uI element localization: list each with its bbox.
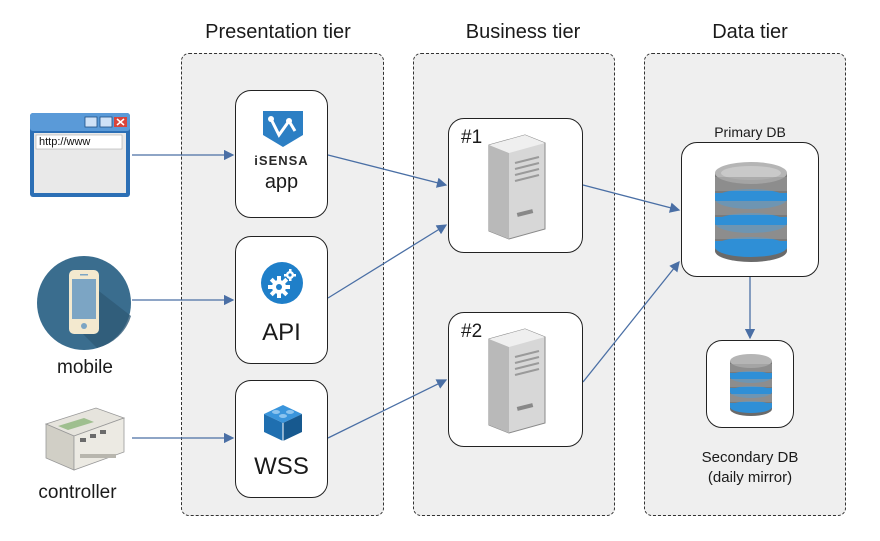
- server-1-label: #1: [461, 127, 483, 148]
- blocks-icon: [264, 405, 302, 441]
- presentation-tier-title: Presentation tier: [205, 21, 351, 43]
- server-1-icon: [488, 134, 546, 240]
- server-1-node: #1: [448, 118, 583, 253]
- server-2-node: #2: [448, 312, 583, 447]
- secondary-db-label-line2: (daily mirror): [707, 469, 793, 486]
- browser-url-text: http://www: [39, 136, 91, 148]
- primary-db-node: [681, 142, 819, 277]
- browser-window-icon: [30, 113, 130, 197]
- secondary-db-label-line1: Secondary DB: [701, 449, 799, 466]
- isensa-logo-text: iSENSA: [254, 153, 309, 168]
- controller-label: controller: [38, 482, 117, 503]
- api-label: API: [262, 319, 301, 346]
- wss-label: WSS: [254, 453, 309, 480]
- isensa-logo-icon: [263, 111, 303, 147]
- app-label: app: [264, 171, 299, 193]
- secondary-db-label: Secondary DB (daily mirror): [680, 448, 820, 488]
- gears-icon: [261, 262, 303, 304]
- controller-icon: [36, 404, 128, 474]
- mobile-label: mobile: [57, 357, 113, 378]
- secondary-db-node: [706, 340, 794, 428]
- data-tier-title: Data tier: [712, 21, 788, 43]
- data-tier-box: [644, 53, 846, 516]
- api-node: API: [235, 236, 328, 364]
- app-node: iSENSA app: [235, 90, 328, 218]
- server-2-icon: [488, 328, 546, 434]
- server-2-label: #2: [461, 321, 483, 342]
- database-icon: [715, 162, 787, 262]
- wss-node: WSS: [235, 380, 328, 498]
- primary-db-label: Primary DB: [714, 124, 786, 140]
- mobile-icon: [37, 256, 131, 350]
- browser-window: http://www: [30, 113, 130, 197]
- business-tier-title: Business tier: [465, 21, 581, 43]
- database-icon: [730, 354, 772, 416]
